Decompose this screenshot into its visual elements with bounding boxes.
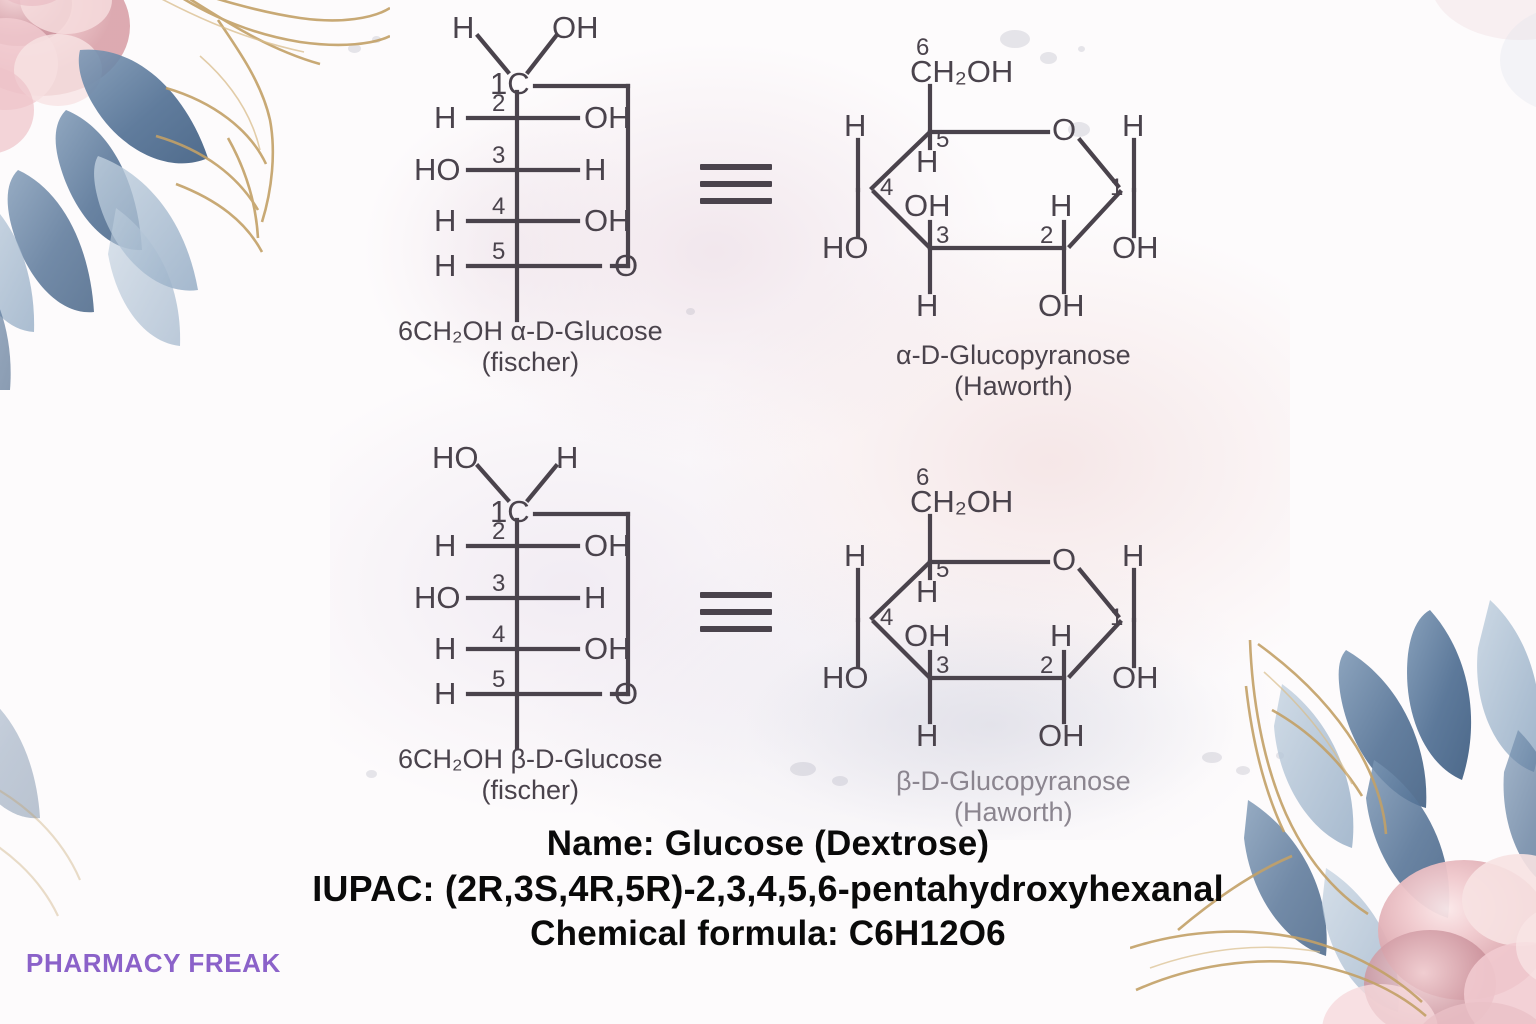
carbon-number-6: 6 <box>916 464 930 491</box>
atom-c2-left: H <box>434 528 457 563</box>
atom-ring-oxygen: O <box>1052 112 1077 147</box>
carbon-number-5: 5 <box>492 666 506 693</box>
atom-c2-up: H <box>1050 618 1073 653</box>
atom-c1-label: 1C <box>490 66 530 101</box>
caption-alpha-fischer-main: 6CH₂OH α-D-Glucose <box>398 316 663 346</box>
atom-ring-oxygen: O <box>614 248 639 283</box>
carbon-number-3: 3 <box>492 570 506 597</box>
caption-beta-fischer-sub: (fischer) <box>481 775 580 806</box>
equivalence-symbol-top <box>700 164 772 204</box>
atom-c4-left: H <box>434 203 457 238</box>
carbon-number-2: 2 <box>1040 652 1054 679</box>
atom-c3-left: HO <box>414 152 461 187</box>
atom-c2-up: H <box>1050 188 1073 223</box>
atom-c1-down: OH <box>1112 660 1159 695</box>
compound-name-line: Name: Glucose (Dextrose) <box>546 824 990 863</box>
floral-decoration-bottom-left <box>0 708 82 917</box>
caption-beta-haworth: β-D-Glucopyranose (Haworth) <box>896 766 1131 828</box>
atom-c5-h: H <box>916 144 939 179</box>
carbon-number-5: 5 <box>936 126 950 153</box>
atom-c2-right: OH <box>584 528 631 563</box>
atom-c3-right: H <box>584 152 607 187</box>
atom-c5-left: H <box>434 676 457 711</box>
atom-c4-right: OH <box>584 631 631 666</box>
carbon-number-2: 2 <box>492 518 506 545</box>
atom-c3-down: H <box>916 288 939 323</box>
carbon-number-1: 1 <box>1110 174 1124 201</box>
atom-c1-left: HO <box>432 440 479 475</box>
equivalence-bar <box>700 626 772 632</box>
atom-c1-up: H <box>1122 108 1145 143</box>
caption-alpha-haworth-sub: (Haworth) <box>954 371 1073 402</box>
atom-c1-right: H <box>556 440 579 475</box>
carbon-number-1: 1 <box>1110 604 1124 631</box>
atom-ring-oxygen: O <box>1052 542 1077 577</box>
compound-iupac-line: IUPAC: (2R,3S,4R,5R)-2,3,4,5,6-pentahydr… <box>312 868 1224 910</box>
atom-c2-down: OH <box>1038 718 1085 753</box>
carbon-number-5: 5 <box>936 556 950 583</box>
atom-c1-right: OH <box>552 10 599 45</box>
atom-c6-label: CH₂OH <box>910 54 1014 89</box>
atom-c3-up: OH <box>904 618 951 653</box>
atom-c5-h: H <box>916 574 939 609</box>
atom-c3-up: OH <box>904 188 951 223</box>
atom-c4-up: H <box>844 538 867 573</box>
caption-alpha-fischer: 6CH₂OH α-D-Glucose (fischer) <box>398 316 663 378</box>
carbon-number-4: 4 <box>880 604 894 631</box>
atom-c3-left: HO <box>414 580 461 615</box>
caption-alpha-haworth-main: α-D-Glucopyranose <box>896 340 1131 370</box>
equivalence-bar <box>700 164 772 170</box>
caption-beta-fischer-main: 6CH₂OH β-D-Glucose <box>398 744 663 774</box>
atom-c2-left: H <box>434 100 457 135</box>
atom-c2-down: OH <box>1038 288 1085 323</box>
atom-c6-label: CH₂OH <box>910 484 1014 519</box>
atom-c1-up: H <box>1122 538 1145 573</box>
atom-c3-right: H <box>584 580 607 615</box>
compound-info-block: Name: Glucose (Dextrose) IUPAC: (2R,3S,4… <box>0 822 1536 957</box>
carbon-number-2: 2 <box>1040 222 1054 249</box>
equivalence-bar <box>700 592 772 598</box>
carbon-number-5: 5 <box>492 238 506 265</box>
caption-alpha-fischer-sub: (fischer) <box>481 347 580 378</box>
compound-formula-line: Chemical formula: C6H12O6 <box>530 914 1006 954</box>
atom-c4-left: H <box>434 631 457 666</box>
watermark-pharmacy-freak: PHARMACY FREAK <box>26 948 281 978</box>
atom-c4-down: HO <box>822 660 869 695</box>
atom-c4-up: H <box>844 108 867 143</box>
caption-beta-haworth-main: β-D-Glucopyranose <box>896 766 1131 796</box>
atom-c3-down: H <box>916 718 939 753</box>
carbon-number-3: 3 <box>936 222 950 249</box>
equivalence-symbol-bottom <box>700 592 772 632</box>
atom-c5-left: H <box>434 248 457 283</box>
carbon-number-2: 2 <box>492 90 506 117</box>
atom-c2-right: OH <box>584 100 631 135</box>
floral-decoration-top-left <box>0 0 390 390</box>
atom-c1-down: OH <box>1112 230 1159 265</box>
floral-decoration-top-right <box>1435 0 1536 108</box>
atom-ring-oxygen: O <box>614 676 639 711</box>
caption-beta-fischer: 6CH₂OH β-D-Glucose (fischer) <box>398 744 663 806</box>
equivalence-bar <box>700 609 772 615</box>
atom-c4-down: HO <box>822 230 869 265</box>
carbon-number-4: 4 <box>492 193 506 220</box>
carbon-number-3: 3 <box>492 142 506 169</box>
carbon-number-4: 4 <box>880 174 894 201</box>
caption-beta-haworth-sub: (Haworth) <box>954 797 1073 828</box>
floral-decoration-bottom-right <box>1130 600 1536 1024</box>
equivalence-bar <box>700 181 772 187</box>
carbon-number-6: 6 <box>916 34 930 61</box>
carbon-number-3: 3 <box>936 652 950 679</box>
atom-c4-right: OH <box>584 203 631 238</box>
atom-c1-label: 1C <box>490 494 530 529</box>
caption-alpha-haworth: α-D-Glucopyranose (Haworth) <box>896 340 1131 402</box>
equivalence-bar <box>700 198 772 204</box>
carbon-number-4: 4 <box>492 621 506 648</box>
atom-c1-left: H <box>452 10 475 45</box>
